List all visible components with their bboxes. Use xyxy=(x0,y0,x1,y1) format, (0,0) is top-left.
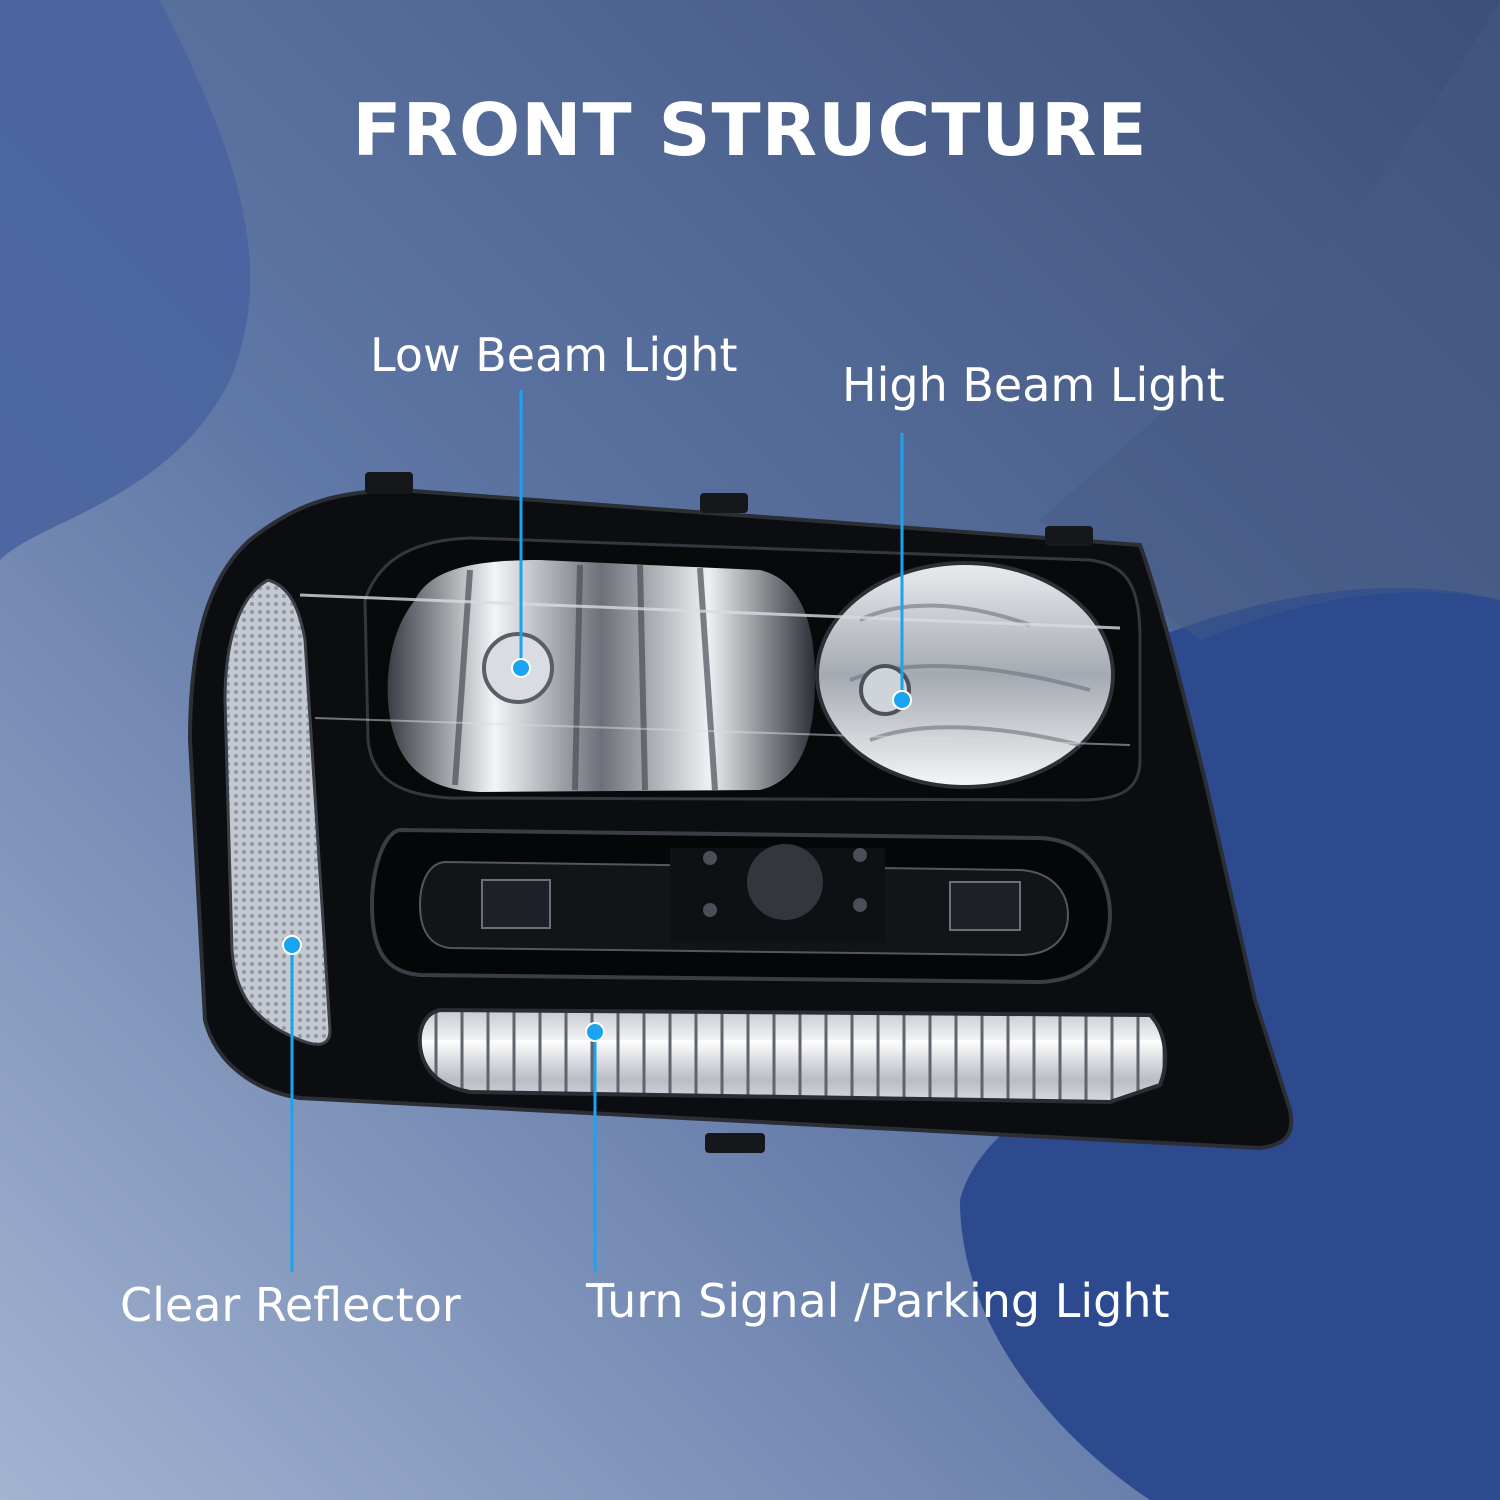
mounting-tab xyxy=(1045,526,1093,546)
background-wave-top xyxy=(0,0,251,560)
page-title: FRONT STRUCTURE xyxy=(352,88,1148,172)
mounting-tab xyxy=(365,472,413,494)
high-beam-bulb xyxy=(859,664,911,716)
low-beam-lens xyxy=(387,560,815,792)
clear-reflector-label: Clear Reflector xyxy=(120,1278,461,1332)
low-beam-bulb xyxy=(482,632,554,704)
clear-reflector xyxy=(223,578,332,1046)
mounting-tab xyxy=(705,1133,765,1153)
high-beam-label: High Beam Light xyxy=(842,358,1225,412)
turn-signal-label: Turn Signal /Parking Light xyxy=(586,1274,1170,1328)
turn-signal-lens xyxy=(417,1007,1168,1105)
mounting-tab xyxy=(700,493,748,513)
low-beam-label: Low Beam Light xyxy=(370,328,738,382)
